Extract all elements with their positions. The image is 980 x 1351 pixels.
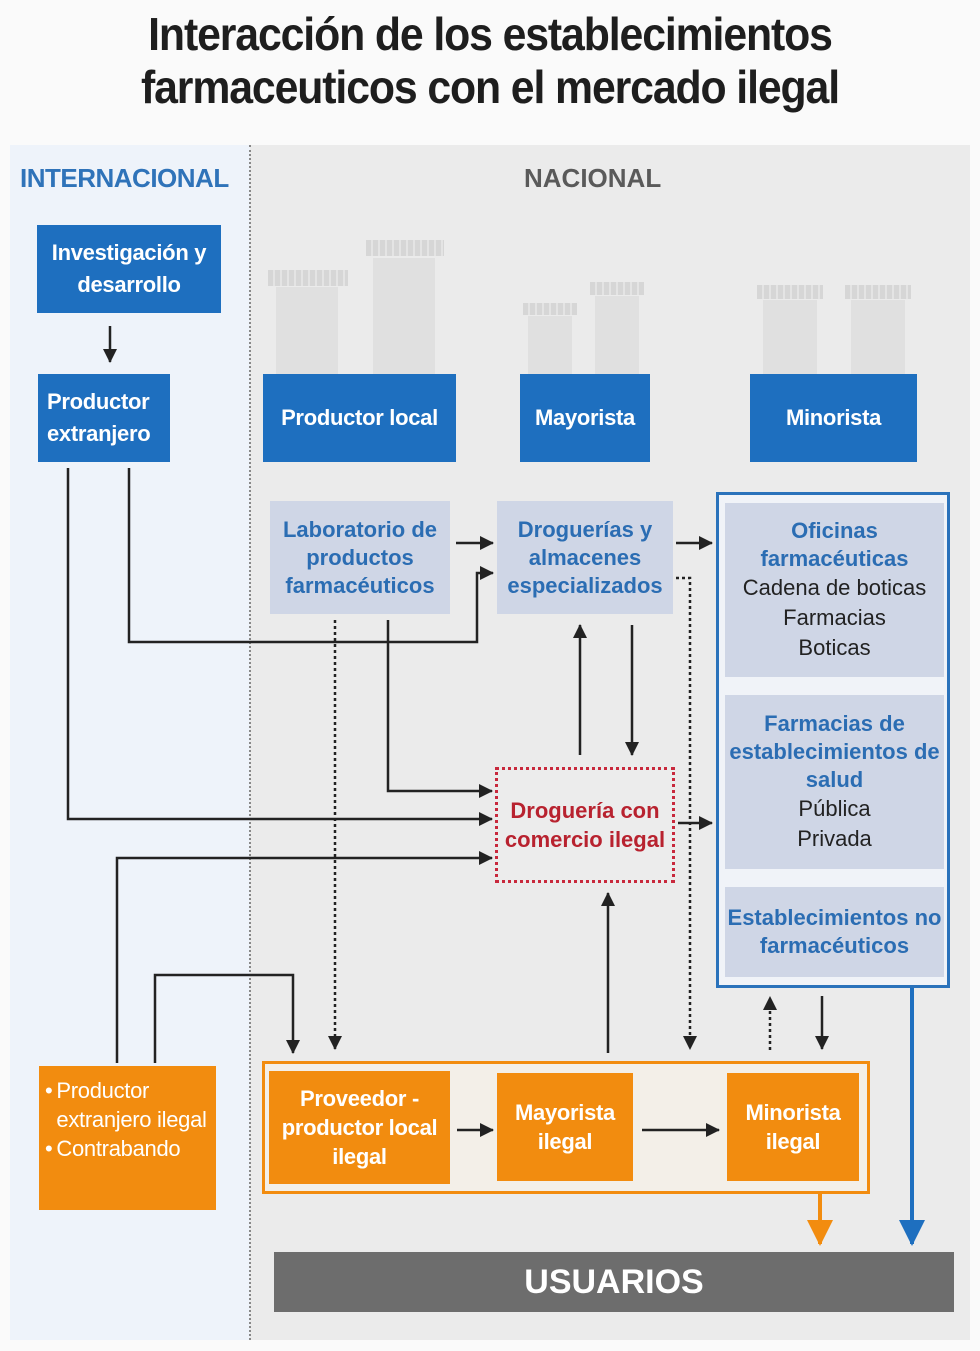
national-label: NACIONAL: [524, 163, 662, 193]
pharma-offices-item: Boticas: [798, 635, 871, 660]
illegal-source-text: Productor extranjero ilegal: [56, 1078, 207, 1132]
section-divider: [249, 145, 251, 1340]
health-pharmacies-item: Pública: [798, 796, 871, 821]
pharma-offices-item: Cadena de boticas: [742, 575, 927, 600]
illegal-sources-node: • Productor extranjero ilegal • Contraba…: [39, 1066, 216, 1210]
wholesaler-header: Mayorista: [520, 374, 650, 462]
foreign-producer-node: Productor extranjero: [38, 374, 170, 462]
laboratory-node: Laboratorio de productos farmacéuticos: [270, 501, 450, 614]
retailer-header: Minorista: [750, 374, 917, 462]
arrow-foreign-to-drugstores: [127, 468, 494, 644]
pharma-offices-title: Oficinas farmacéuticas: [760, 518, 909, 571]
arrow-illegal-source-to-supplier: [153, 973, 300, 1063]
pharma-offices-item: Farmacias: [783, 605, 886, 630]
health-pharmacies-node: Farmacias de establecimientos de salud P…: [725, 695, 944, 869]
dotted-arrow-drugstores-to-illegal-retailer: [676, 576, 697, 1050]
arrow-illegal-source-to-illegal-drugstore: [115, 851, 493, 1063]
title-line-1: Interacción de los establecimientos: [148, 8, 833, 60]
illegal-source-text: Contrabando: [56, 1136, 181, 1161]
illegal-drugstore-node: Droguería con comercio ilegal: [495, 767, 675, 883]
illegal-source-item: • Contrabando: [45, 1134, 181, 1163]
arrow-lab-to-illegal-drugstore: [386, 620, 493, 798]
users-bar: USUARIOS: [274, 1252, 954, 1312]
bullet-icon: •: [45, 1078, 53, 1103]
research-development-node: Investigación y desarrollo: [37, 225, 221, 313]
title-line-2: farmaceuticos con el mercado ilegal: [140, 61, 840, 113]
arrow-foreign-to-illegal-drugstore: [66, 468, 493, 826]
illegal-source-item: • Productor extranjero ilegal: [45, 1076, 210, 1134]
illegal-supplier-node: Proveedor - productor local ilegal: [269, 1071, 450, 1184]
pharma-offices-node: Oficinas farmacéuticas Cadena de boticas…: [725, 503, 944, 677]
drugstores-node: Droguerías y almacenes especializados: [497, 501, 673, 614]
illegal-retailer-node: Minorista ilegal: [727, 1073, 859, 1181]
international-label: INTERNACIONAL: [20, 163, 229, 193]
bullet-icon: •: [45, 1136, 53, 1161]
health-pharmacies-title: Farmacias de establecimientos de salud: [729, 711, 940, 792]
health-pharmacies-item: Privada: [797, 826, 872, 851]
local-producer-header: Productor local: [263, 374, 456, 462]
non-pharma-title: Establecimientos no farmacéuticos: [727, 905, 942, 958]
non-pharma-node: Establecimientos no farmacéuticos: [725, 887, 944, 977]
diagram-title: Interacción de los establecimientos farm…: [34, 8, 945, 114]
illegal-wholesaler-node: Mayorista ilegal: [497, 1073, 633, 1181]
